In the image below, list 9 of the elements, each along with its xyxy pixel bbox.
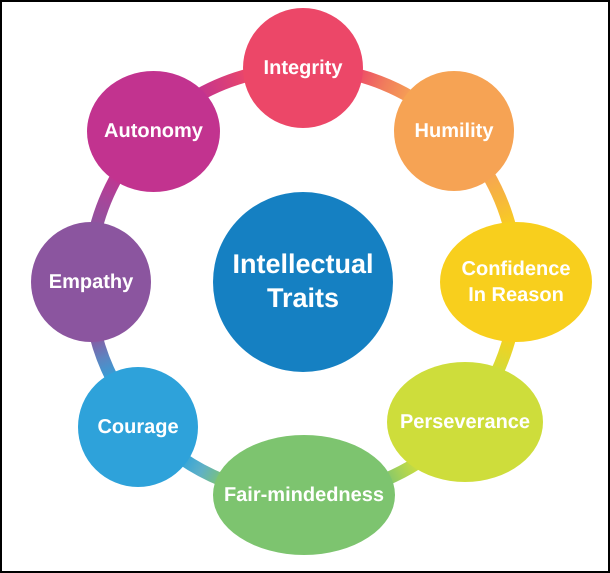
trait-label: Perseverance xyxy=(400,410,530,434)
trait-label: Fair-mindedness xyxy=(224,482,384,508)
trait-label: Integrity xyxy=(264,56,342,80)
trait-label: Confidence In Reason xyxy=(460,257,572,308)
trait-label: Humility xyxy=(414,118,494,144)
center-title: Intellectual Traits xyxy=(231,248,375,315)
trait-label: Courage xyxy=(97,414,179,440)
trait-label: Empathy xyxy=(48,270,134,294)
trait-label: Autonomy xyxy=(104,119,203,144)
